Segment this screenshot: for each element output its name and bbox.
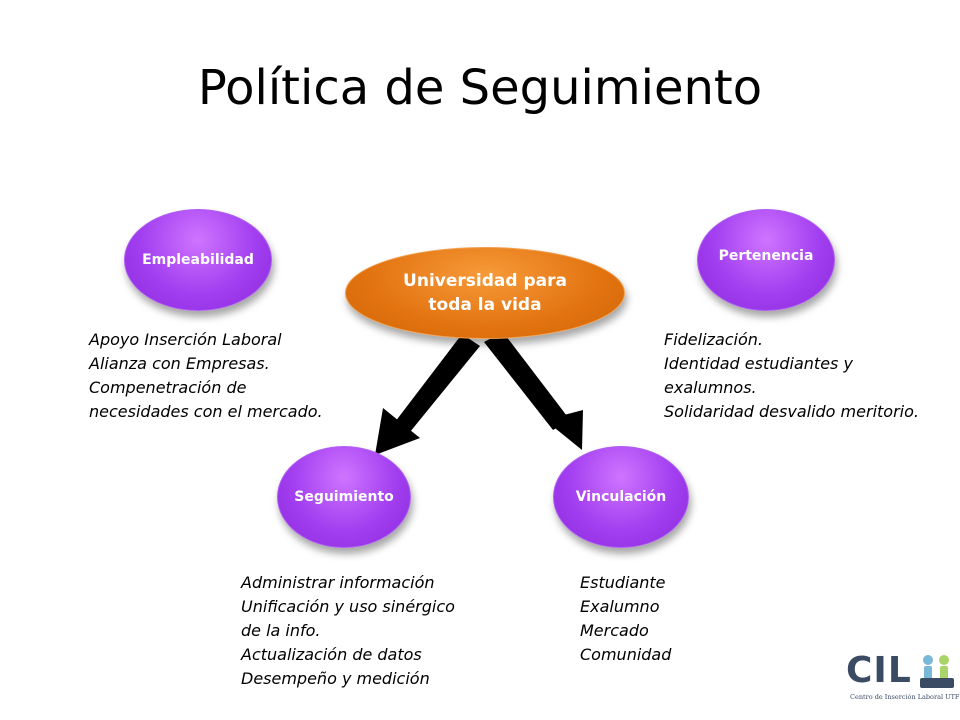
node-empleabilidad-label: Empleabilidad bbox=[142, 252, 254, 268]
cil-logo: CIL Centro de Inserción Laboral UTFSM bbox=[846, 650, 960, 710]
vinculacion-description: Estudiante Exalumno Mercado Comunidad bbox=[580, 571, 671, 667]
logo-subtext: Centro de Inserción Laboral UTFSM bbox=[850, 693, 960, 701]
logo-figures-icon bbox=[920, 655, 954, 688]
description-line: Administrar información bbox=[241, 573, 435, 592]
description-line: Fidelización. bbox=[664, 330, 763, 349]
node-seguimiento-label: Seguimiento bbox=[294, 489, 394, 505]
node-vinculacion-label: Vinculación bbox=[575, 489, 667, 505]
seguimiento-description: Administrar información Unificación y us… bbox=[241, 571, 455, 691]
node-empleabilidad: Empleabilidad bbox=[124, 209, 272, 311]
empleabilidad-description: Apoyo Inserción Laboral Alianza con Empr… bbox=[89, 328, 323, 424]
description-line: Compenetración de bbox=[89, 378, 247, 397]
slide-title: Política de Seguimiento bbox=[197, 60, 763, 116]
description-line: Estudiante bbox=[580, 573, 666, 592]
description-line: Exalumno bbox=[580, 597, 660, 616]
description-line: Comunidad bbox=[580, 645, 672, 664]
description-line: Alianza con Empresas. bbox=[89, 354, 270, 373]
description-line: de la info. bbox=[241, 621, 321, 640]
pertenencia-description: Fidelización. Identidad estudiantes y ex… bbox=[664, 328, 919, 424]
node-seguimiento: Seguimiento bbox=[277, 446, 411, 548]
node-pertenencia: Pertenencia bbox=[697, 209, 835, 311]
description-line: Apoyo Inserción Laboral bbox=[89, 330, 282, 349]
description-line: necesidades con el mercado. bbox=[89, 402, 323, 421]
description-line: Identidad estudiantes y bbox=[664, 354, 853, 373]
description-line: Solidaridad desvalido meritorio. bbox=[664, 402, 919, 421]
description-line: Mercado bbox=[580, 621, 649, 640]
arrow-to-seguimiento bbox=[375, 334, 480, 455]
arrow-to-vinculacion bbox=[484, 332, 583, 450]
description-line: exalumnos. bbox=[664, 378, 757, 397]
center-node-line2: toda la vida bbox=[428, 295, 542, 315]
center-node-line1: Universidad para bbox=[403, 271, 567, 291]
center-node: Universidad para toda la vida bbox=[345, 247, 625, 339]
logo-text: CIL bbox=[846, 650, 912, 691]
description-line: Desempeño y medición bbox=[241, 669, 430, 688]
description-line: Unificación y uso sinérgico bbox=[241, 597, 455, 616]
node-vinculacion: Vinculación bbox=[553, 446, 689, 548]
description-line: Actualización de datos bbox=[241, 645, 422, 664]
node-pertenencia-label: Pertenencia bbox=[718, 248, 814, 264]
